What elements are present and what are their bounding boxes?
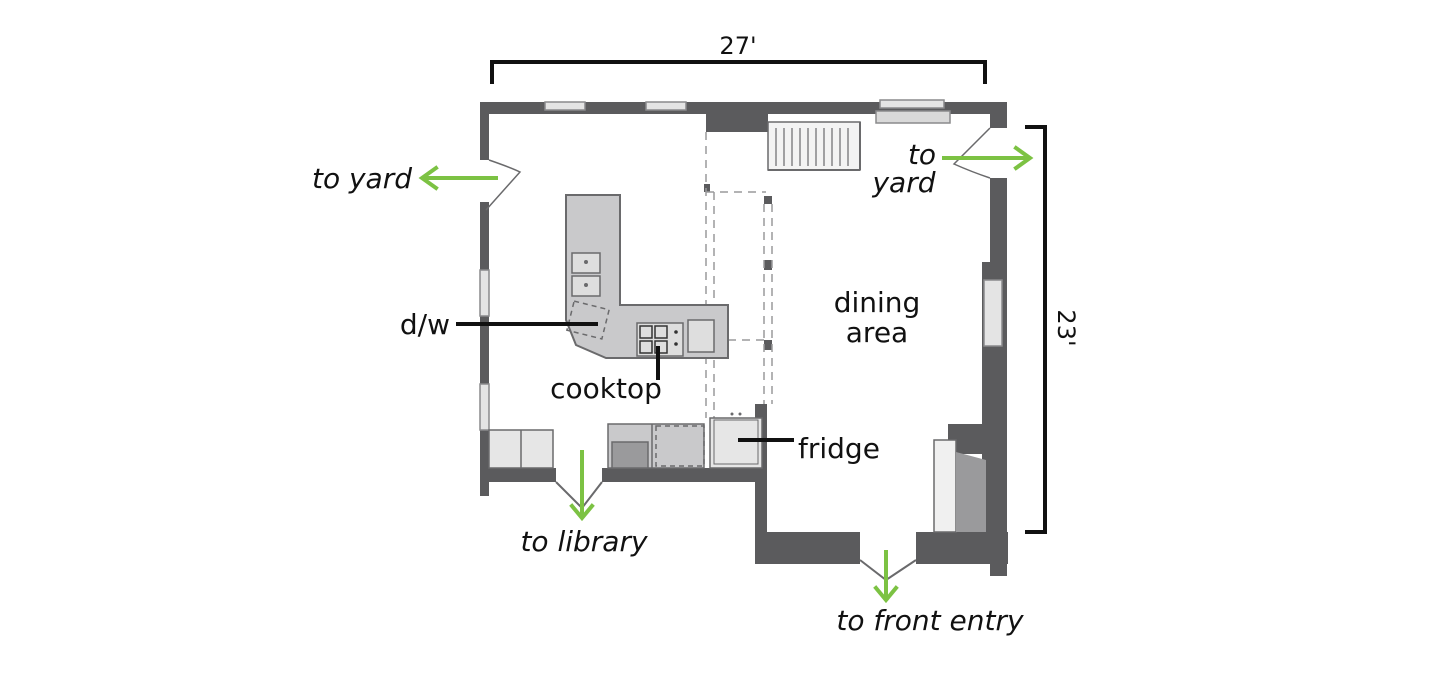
kitchen-island bbox=[565, 194, 729, 359]
label-dishwasher: d/w bbox=[400, 308, 450, 341]
dishwasher-outline bbox=[565, 300, 611, 340]
label-to-yard-right-1: to bbox=[908, 138, 936, 171]
leader-lines bbox=[456, 322, 794, 442]
arrows bbox=[418, 145, 1034, 604]
fireplace bbox=[933, 439, 986, 533]
label-to-library: to library bbox=[520, 525, 648, 558]
label-dining-2: area bbox=[846, 316, 908, 349]
arrow-down-icon bbox=[873, 550, 899, 604]
width-dimension-label: 27' bbox=[719, 32, 756, 60]
arrow-left-icon bbox=[418, 165, 498, 191]
height-dimension-label: 23' bbox=[1052, 309, 1080, 346]
label-fridge: fridge bbox=[798, 432, 880, 465]
walls bbox=[480, 102, 1008, 576]
label-to-yard-left: to yard bbox=[312, 162, 412, 195]
height-dimension: 23' bbox=[1025, 125, 1080, 534]
width-dimension: 27' bbox=[490, 32, 987, 84]
label-to-yard-right-2: yard bbox=[871, 166, 935, 199]
dashed-outlines bbox=[705, 132, 773, 418]
label-to-front-entry: to front entry bbox=[836, 604, 1024, 637]
stairs bbox=[767, 121, 861, 171]
arrow-right-icon bbox=[942, 145, 1034, 171]
arrow-down-icon bbox=[569, 450, 595, 522]
label-cooktop: cooktop bbox=[550, 372, 662, 405]
windows bbox=[479, 99, 1003, 431]
base-cabinets bbox=[488, 423, 705, 469]
label-dining-1: dining bbox=[834, 286, 921, 319]
